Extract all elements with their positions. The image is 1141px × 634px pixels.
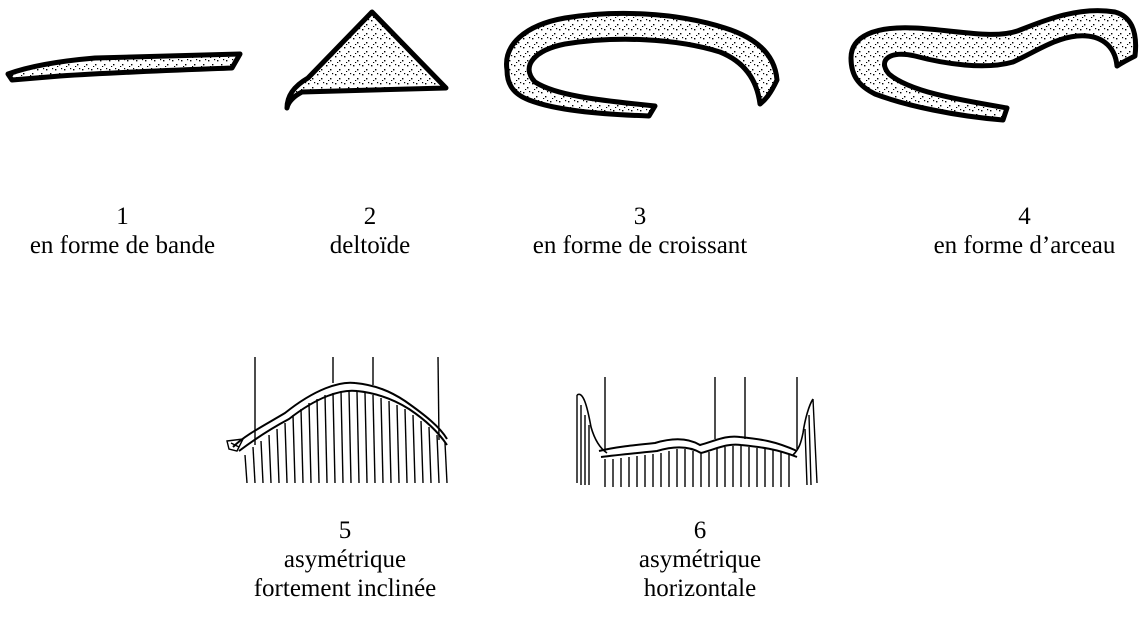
figure-6-number: 6 (580, 516, 820, 545)
crescent-shape (495, 0, 785, 130)
figure-4-number: 4 (908, 202, 1141, 231)
caption-figure-3: 3 en forme de croissant (500, 202, 780, 260)
caption-figure-1: 1 en forme de bande (0, 202, 245, 260)
figure-5-number: 5 (210, 516, 480, 545)
arch-shape (845, 0, 1141, 130)
scale-asymmetric-horizontal-drawing (575, 375, 825, 493)
deltoid-shape (280, 0, 460, 115)
figure-6-label-line-2: horizontale (580, 574, 820, 603)
figure-3-number: 3 (500, 202, 780, 231)
caption-figure-5: 5 asymétrique fortement inclinée (210, 516, 480, 603)
figure-6-label-line-1: asymétrique (580, 545, 820, 574)
figure-3-label: en forme de croissant (500, 231, 780, 260)
figure-4-label: en forme d’arceau (908, 231, 1141, 260)
figure-2-label: deltoïde (300, 231, 440, 260)
scale-asymmetric-inclined-drawing (225, 355, 465, 485)
figure-5-label-line-1: asymétrique (210, 545, 480, 574)
figure-1-label: en forme de bande (0, 231, 245, 260)
band-shape (0, 40, 245, 100)
caption-figure-4: 4 en forme d’arceau (908, 202, 1141, 260)
caption-figure-2: 2 deltoïde (300, 202, 440, 260)
figure-1-number: 1 (0, 202, 245, 231)
caption-figure-6: 6 asymétrique horizontale (580, 516, 820, 603)
figure-5-label-line-2: fortement inclinée (210, 574, 480, 603)
figure-2-number: 2 (300, 202, 440, 231)
